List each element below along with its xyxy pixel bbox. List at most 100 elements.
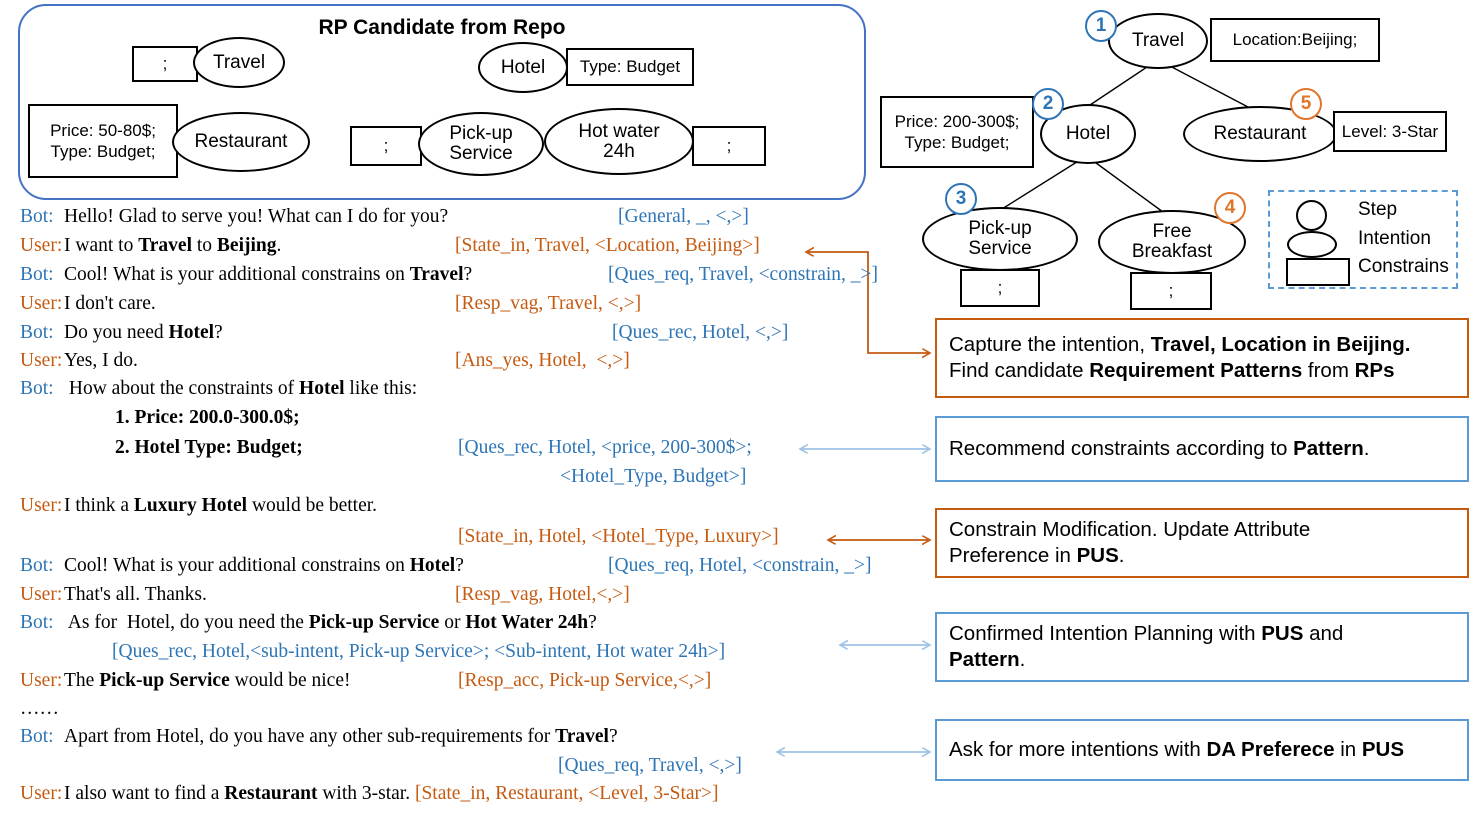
- text-segment: I don't care.: [64, 293, 156, 314]
- text-segment: Do you need: [64, 322, 169, 343]
- dialogue-line: User:The Pick-up Service would be nice! […: [20, 670, 920, 692]
- pus-pickup-node: Pick-up Service: [922, 207, 1078, 271]
- text-segment: ?: [608, 726, 618, 747]
- dialogue-line: 1. Price: 200.0-300.0$;: [115, 407, 1015, 429]
- text-segment: Hello! Glad to serve you! What can I do …: [64, 206, 449, 227]
- dialogue-line: User:Yes, I do.[Ans_yes, Hotel, <,>]: [20, 350, 920, 372]
- text-segment: Pattern: [1293, 437, 1364, 460]
- legend: Step Intention Constrains: [1268, 190, 1458, 289]
- explanation-box: Confirmed Intention Planning with PUS an…: [935, 612, 1469, 682]
- text-segment: to: [192, 235, 217, 256]
- text-segment: Cool! What is your additional constrains…: [64, 264, 410, 285]
- speaker-label: User:: [20, 235, 63, 256]
- step-5-badge: 5: [1290, 88, 1322, 120]
- text-segment: .: [1118, 544, 1125, 567]
- pus-pickup-constraint-box: ;: [960, 269, 1040, 307]
- dialogue-line: Bot:Cool! What is your additional constr…: [20, 555, 920, 577]
- step-3-badge: 3: [945, 183, 977, 215]
- speaker-label: User:: [20, 495, 63, 516]
- dialogue-line: User:I don't care. [Resp_vag, Travel, <,>…: [20, 293, 920, 315]
- text-segment: Pick-up Service: [308, 612, 440, 633]
- text-segment: As for Hotel, do you need the: [64, 612, 309, 633]
- speaker-label: Bot:: [20, 206, 54, 227]
- dialogue-act-annotation: [Resp_vag, Travel, <,>]: [455, 293, 642, 314]
- repo-hotwater-constraint-box: ;: [692, 126, 766, 166]
- pus-travel-node: Travel: [1108, 13, 1208, 69]
- text-segment: ?: [214, 322, 223, 343]
- repo-title: RP Candidate from Repo: [318, 16, 566, 39]
- text-segment: I want to: [64, 235, 139, 256]
- repo-pickup-constraint-box: ;: [350, 126, 422, 166]
- dialogue-act-annotation: [Ques_req, Travel, <constrain, _>]: [608, 264, 879, 285]
- text-segment: Hotel: [409, 555, 456, 576]
- text-segment: Capture the intention,: [949, 333, 1151, 356]
- text-segment: Requirement Patterns: [1089, 359, 1303, 382]
- dialogue-act-annotation: [Ques_req, Travel, <,>]: [558, 755, 742, 776]
- text-segment: Recommend constraints according to: [949, 437, 1294, 460]
- legend-intention-icon: [1287, 231, 1337, 258]
- text-segment: with 3-star.: [317, 783, 415, 804]
- text-segment: DA Preferece: [1206, 738, 1335, 761]
- speaker-label: Bot:: [20, 322, 54, 343]
- dialogue-act-annotation: [State_in, Hotel, <Hotel_Type, Luxury>]: [458, 526, 779, 547]
- text-segment: Pick-up Service: [99, 670, 230, 691]
- speaker-label: Bot:: [20, 726, 54, 747]
- dialogue-act-annotation: [Resp_vag, Hotel,<,>]: [455, 584, 630, 605]
- repo-travel-node: Travel: [193, 37, 285, 88]
- pus-breakfast-constraint-box: ;: [1130, 272, 1212, 310]
- dialogue-act-annotation: [General, _, <,>]: [618, 206, 749, 227]
- legend-constrains-label: Constrains: [1358, 256, 1449, 277]
- legend-constrains-icon: [1286, 258, 1350, 286]
- text-segment: PUS: [1361, 738, 1405, 761]
- text-segment: RPs: [1354, 359, 1395, 382]
- dialogue-act-annotation: [Ques_rec, Hotel, <price, 200-300$>;: [458, 437, 752, 458]
- explanation-text: Constrain Modification. Update Attribute…: [949, 517, 1310, 569]
- text-segment: ?: [455, 555, 464, 576]
- dialogue-act-annotation: [State_in, Travel, <Location, Beijing>]: [455, 235, 760, 256]
- text-segment: Hotel: [299, 378, 345, 399]
- text-segment: Pattern: [949, 648, 1020, 671]
- repo-hotel-constraint-box: Type: Budget: [566, 48, 694, 86]
- text-segment: The: [64, 670, 100, 691]
- speaker-label: User:: [20, 293, 63, 314]
- text-segment: Find candidate: [949, 359, 1084, 382]
- dialogue-act-annotation: [Resp_acc, Pick-up Service,<,>]: [458, 670, 712, 691]
- text-segment: or: [439, 612, 466, 633]
- speaker-label: Bot:: [20, 555, 54, 576]
- dialogue-line: User:I want to Travel to Beijing.[State_…: [20, 235, 920, 257]
- dialogue-act-annotation: [Ques_req, Hotel, <constrain, _>]: [608, 555, 872, 576]
- dialogue-line: Bot: Cool! What is your additional constr…: [20, 264, 920, 286]
- text-segment: Restaurant: [224, 783, 318, 804]
- text-segment: Beijing: [216, 235, 277, 256]
- text-segment: Constrain Modification. Update Attribute…: [949, 518, 1311, 567]
- text-segment: .: [1363, 437, 1370, 460]
- text-segment: ……: [20, 698, 59, 719]
- text-segment: Hot Water 24h: [465, 612, 589, 633]
- text-segment: Luxury Hotel: [133, 495, 248, 516]
- dialogue-line: User:That's all. Thanks.[Resp_vag, Hotel…: [20, 584, 920, 606]
- speaker-label: User:: [20, 670, 63, 691]
- explanation-box: Constrain Modification. Update Attribute…: [935, 508, 1469, 578]
- text-segment: .: [1019, 648, 1026, 671]
- speaker-label: User:: [20, 783, 63, 804]
- text-segment: Ask for more intentions with: [949, 738, 1207, 761]
- text-segment: Travel: [555, 726, 609, 747]
- text-segment: in: [1334, 738, 1362, 761]
- repo-hotwater-node: Hot water 24h: [544, 108, 694, 175]
- text-segment: PUS: [1076, 544, 1119, 567]
- text-segment: Travel, Location in Beijing.: [1150, 333, 1411, 356]
- legend-step-icon: [1296, 200, 1327, 231]
- text-segment: .: [276, 235, 282, 256]
- explanation-text: Capture the intention, Travel, Location …: [949, 332, 1410, 384]
- dialogue-line: Bot:Apart from Hotel, do you have any ot…: [20, 726, 920, 748]
- text-segment: Hotel: [168, 322, 215, 343]
- text-segment: [State_in, Restaurant, <Level, 3-Star>]: [414, 783, 719, 804]
- text-segment: ?: [588, 612, 597, 633]
- speaker-label: Bot:: [20, 264, 54, 285]
- text-segment: would be nice!: [229, 670, 351, 691]
- speaker-label: Bot:: [20, 378, 54, 399]
- text-segment: like this:: [344, 378, 418, 399]
- text-segment: How about the constraints of: [64, 378, 300, 399]
